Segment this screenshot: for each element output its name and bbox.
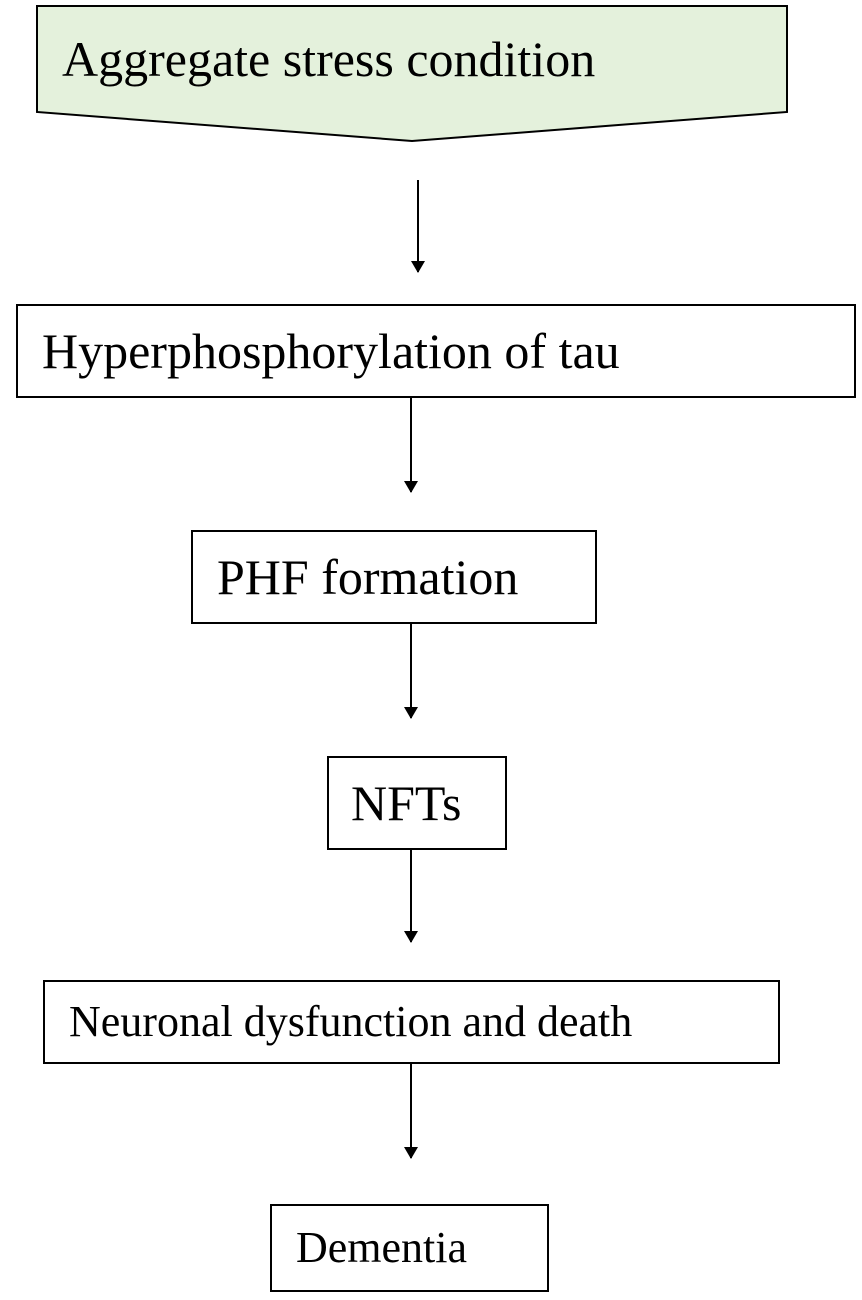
node-neuronal-dysfunction-label: Neuronal dysfunction and death: [69, 997, 633, 1046]
node-nfts-label: NFTs: [351, 775, 462, 831]
node-dementia-label: Dementia: [296, 1223, 468, 1272]
start-node-label: Aggregate stress condition: [62, 31, 596, 87]
node-phf-formation-label: PHF formation: [217, 549, 519, 605]
start-node-aggregate-stress-shape: [36, 5, 788, 143]
node-hyperphosphorylation-label: Hyperphosphorylation of tau: [42, 323, 620, 379]
node-hyperphosphorylation-of-tau: Hyperphosphorylation of tau: [16, 304, 856, 398]
node-phf-formation: PHF formation: [191, 530, 597, 624]
node-dementia: Dementia: [270, 1204, 549, 1292]
node-neuronal-dysfunction-and-death: Neuronal dysfunction and death: [43, 980, 780, 1064]
node-nfts: NFTs: [327, 756, 507, 850]
